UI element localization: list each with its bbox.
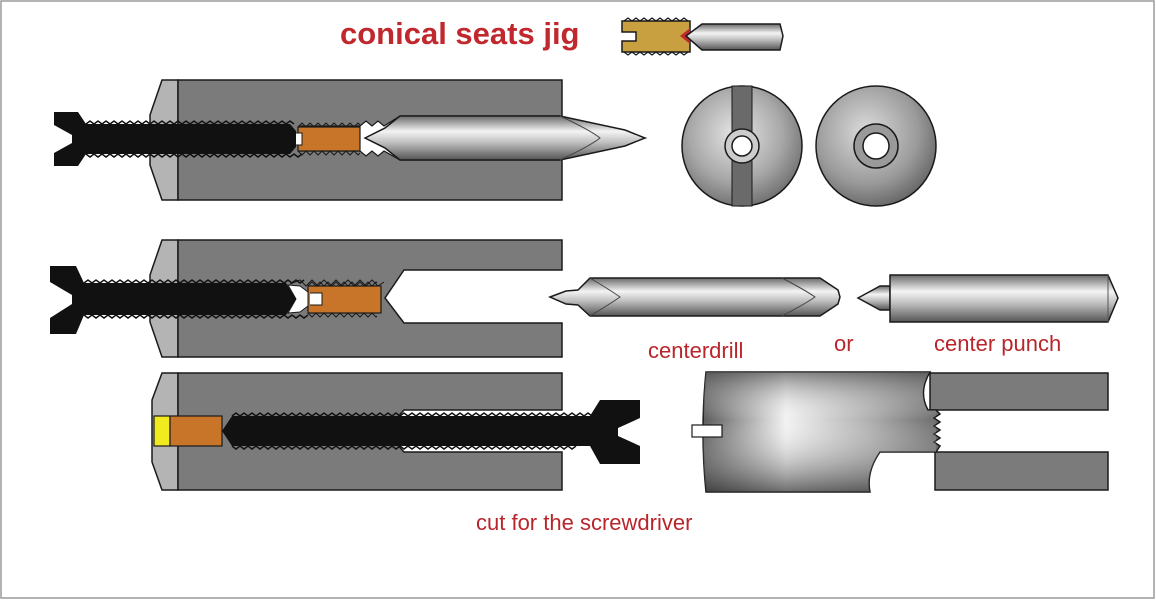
row2-jig-assembly (50, 239, 563, 358)
row1-jig-assembly (54, 79, 648, 201)
cut-for-screwdriver-label: cut for the screwdriver (476, 510, 692, 535)
row1-nut (297, 126, 361, 152)
title-insert-icon (621, 17, 691, 56)
centerdrill-tool (548, 277, 841, 317)
or-label: or (834, 331, 854, 356)
row2-nut (307, 285, 382, 314)
screwdriver-slot (691, 424, 723, 438)
row3-yellow-pad (153, 415, 171, 447)
center-punch-tool (856, 274, 1119, 323)
diagram-title: conical seats jig (340, 16, 580, 51)
title-punch-icon (684, 23, 784, 51)
row2-screw (50, 266, 296, 334)
threaded-punch-cutaway (691, 371, 1109, 493)
plain-disc-back-view (815, 85, 937, 207)
row3-jig-assembly (151, 372, 640, 491)
slotted-disc-front-view (681, 85, 803, 207)
row1-centerdrill (363, 115, 648, 161)
centerdrill-label: centerdrill (648, 338, 743, 363)
row1-screw (54, 112, 296, 166)
row3-nut (169, 415, 223, 447)
center-punch-label: center punch (934, 331, 1061, 356)
